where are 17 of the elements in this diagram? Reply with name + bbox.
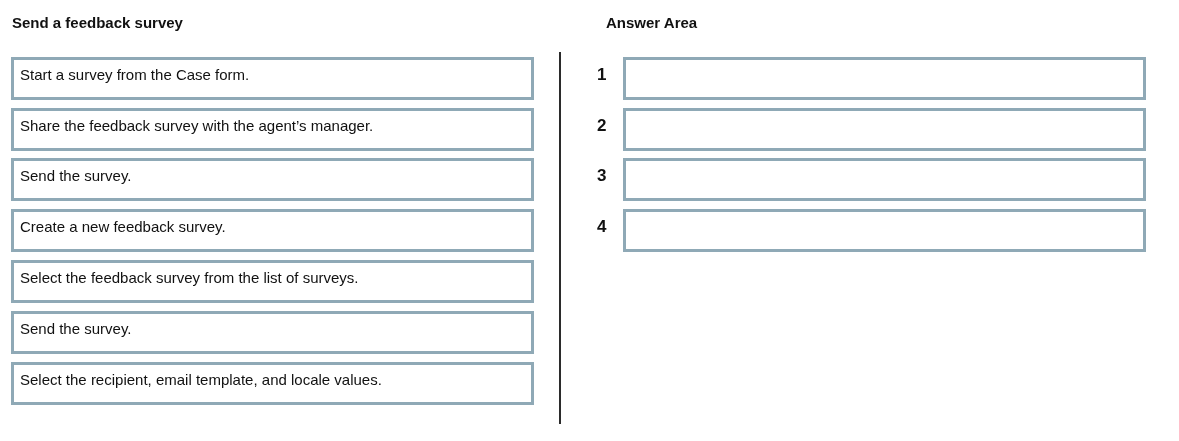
- column-heading: Send a feedback survey: [12, 13, 183, 33]
- answer-box: [623, 108, 1146, 151]
- option-box: Share the feedback survey with the agent’s manager.: [11, 108, 534, 151]
- option-box: Create a new feedback survey.: [11, 209, 534, 252]
- option-box: Send the survey.: [11, 158, 534, 201]
- step-number: 2: [597, 116, 607, 136]
- answer-box: [623, 158, 1146, 201]
- option-box: Select the recipient, email template, and locale values.: [11, 362, 534, 405]
- answer-box: [623, 209, 1146, 252]
- option-box: Send the survey.: [11, 311, 534, 354]
- step-number: 1: [597, 65, 607, 85]
- option-box: Select the feedback survey from the list of surveys.: [11, 260, 534, 303]
- answer-box: [623, 57, 1146, 100]
- column-heading: Answer Area: [606, 13, 698, 33]
- option-box: Start a survey from the Case form.: [11, 57, 534, 100]
- step-number: 3: [597, 166, 607, 186]
- step-number: 4: [597, 217, 607, 237]
